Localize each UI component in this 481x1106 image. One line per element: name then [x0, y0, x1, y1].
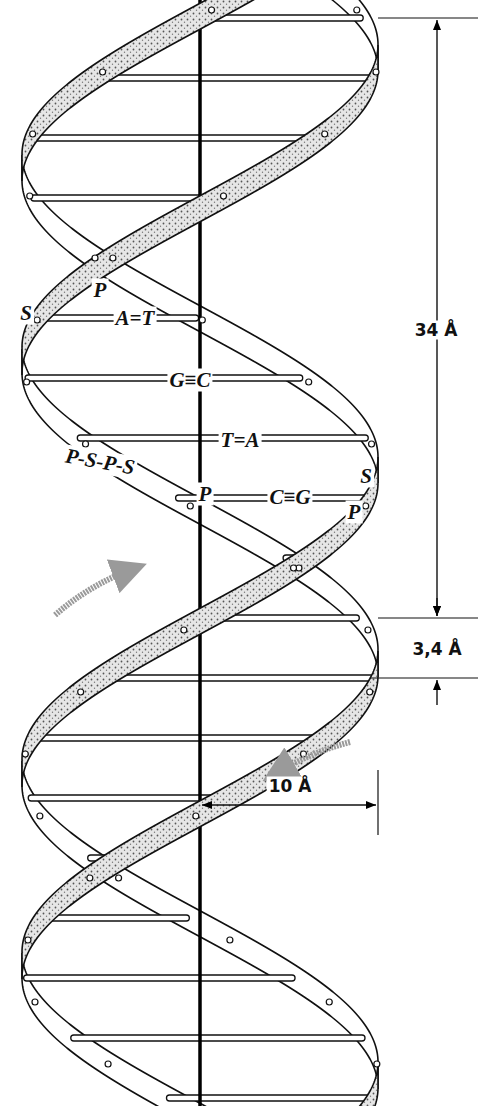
- base-pair-rung: [71, 1035, 365, 1041]
- direction-arrow: [55, 570, 130, 615]
- phosphate-dot: [221, 193, 227, 199]
- sugar-phosphate-ribbon: [294, 0, 378, 71]
- phosphate-dots: [22, 7, 380, 1067]
- base-pair-rung: [25, 375, 303, 381]
- phosphate-dot: [22, 751, 28, 757]
- phosphate-dot: [209, 7, 215, 13]
- front-ribbons: [22, 0, 378, 1106]
- phosphate-dot: [83, 441, 89, 447]
- direction-arrows: [55, 570, 350, 772]
- base-pair-rung: [166, 1095, 372, 1101]
- phosphate-dot: [34, 317, 40, 323]
- phosphate-dot: [193, 813, 199, 819]
- base-label: S: [358, 465, 374, 488]
- base-label: P: [346, 501, 363, 524]
- base-label: P-S-P-S: [62, 444, 139, 480]
- base-pair-rung: [101, 675, 376, 681]
- phosphate-dot: [27, 193, 33, 199]
- back-ribbons: [22, 0, 378, 1106]
- sugar-phosphate-ribbon: [22, 457, 378, 787]
- base-label: P: [92, 279, 109, 302]
- base-pair-rung: [30, 135, 319, 141]
- dimension-line: [436, 598, 437, 616]
- phosphate-dot: [30, 131, 36, 137]
- phosphate-dot: [37, 813, 43, 819]
- phosphate-dot: [110, 255, 116, 261]
- direction-arrow: [278, 742, 350, 772]
- extension-line: [377, 770, 378, 835]
- phosphate-dot: [373, 69, 379, 75]
- phosphate-dot: [92, 255, 98, 261]
- phosphate-dot: [78, 689, 84, 695]
- sugar-phosphate-ribbon: [22, 0, 298, 181]
- base-pair-rung: [94, 75, 374, 81]
- phosphate-dot: [354, 7, 360, 13]
- dimension-line: [436, 680, 437, 705]
- sugar-phosphate-ribbon: [327, 1063, 378, 1106]
- phosphate-dot: [365, 627, 371, 633]
- phosphate-dot: [87, 875, 93, 881]
- extension-line: [370, 677, 478, 678]
- phosphate-dot: [105, 1061, 111, 1067]
- base-label: T=A: [219, 429, 262, 452]
- base-label: C≡G: [267, 486, 312, 509]
- phosphate-dot: [369, 441, 375, 447]
- dimensions: [202, 18, 478, 835]
- base-label: P: [197, 483, 214, 506]
- extension-line: [378, 617, 478, 618]
- dimension-label: 10 Å: [267, 777, 314, 796]
- base-pair-rung: [24, 975, 295, 981]
- phosphate-dot: [187, 503, 193, 509]
- base-pair-rung: [33, 735, 326, 741]
- phosphate-dot: [374, 1061, 380, 1067]
- helix-axis: [198, 0, 202, 1106]
- phosphate-dot: [367, 689, 373, 695]
- phosphate-dot: [25, 937, 31, 943]
- base-label: G≡C: [167, 369, 212, 392]
- phosphate-dot: [322, 131, 328, 137]
- phosphate-dot: [100, 69, 106, 75]
- phosphate-dot: [181, 627, 187, 633]
- extension-line: [378, 17, 478, 18]
- phosphate-dot: [290, 565, 296, 571]
- phosphate-dot: [306, 379, 312, 385]
- phosphate-dot: [24, 379, 30, 385]
- dimension-label: 34 Å: [413, 321, 460, 340]
- phosphate-dot: [326, 999, 332, 1005]
- phosphate-dot: [116, 875, 122, 881]
- phosphate-dot: [199, 317, 205, 323]
- base-label: S: [18, 302, 34, 325]
- dimension-line: [202, 804, 376, 805]
- base-label: A=T: [114, 307, 157, 330]
- phosphate-dot: [32, 999, 38, 1005]
- base-pair-rung: [43, 915, 190, 921]
- dimension-label: 3,4 Å: [410, 640, 463, 659]
- phosphate-dot: [227, 937, 233, 943]
- dimension-line: [436, 20, 437, 616]
- phosphate-dot: [363, 503, 369, 509]
